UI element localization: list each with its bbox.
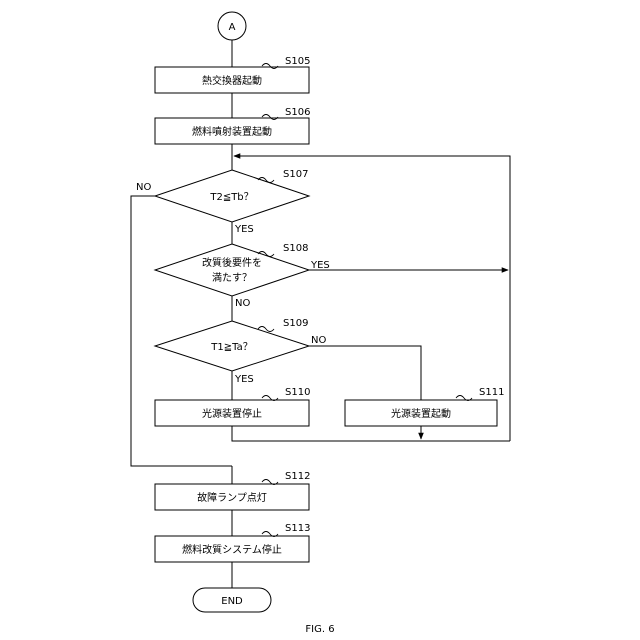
s107-yes-label: YES <box>234 224 254 235</box>
step-s111-label: 光源装置起動 <box>391 407 451 420</box>
step-s113-label: 燃料改質システム停止 <box>182 543 282 556</box>
decision-s107: T2≦Tb？ S107 <box>155 169 309 222</box>
s108-no-label: NO <box>235 298 250 309</box>
step-s113-id: S113 <box>285 523 310 534</box>
figure-caption: FIG. 6 <box>305 624 334 635</box>
decision-s109: T1≧Ta？ S109 <box>155 318 309 371</box>
step-s112-id: S112 <box>285 471 310 482</box>
end-label: END <box>221 596 243 607</box>
s110-merge-line <box>232 426 510 441</box>
step-s112: 故障ランプ点灯 S112 <box>155 471 310 510</box>
decision-s107-id: S107 <box>283 169 308 180</box>
decision-s108-line1: 改質後要件を <box>202 256 262 269</box>
step-s112-label: 故障ランプ点灯 <box>197 491 267 504</box>
step-s106: 燃料噴射装置起動 S106 <box>155 107 310 144</box>
step-s105: 熱交換器起動 S105 <box>155 56 310 93</box>
step-s111: 光源装置起動 S111 <box>345 387 504 426</box>
s107-no-label: NO <box>136 182 151 193</box>
connector-a-label: A <box>229 22 236 33</box>
step-s105-label: 熱交換器起動 <box>202 74 262 87</box>
s109-no-label: NO <box>311 335 326 346</box>
step-s106-label: 燃料噴射装置起動 <box>192 125 272 138</box>
decision-s109-label: T1≧Ta？ <box>210 342 252 353</box>
step-s110-id: S110 <box>285 387 310 398</box>
connector-a: A <box>218 12 246 40</box>
decision-s108-line2: 満たす？ <box>212 272 252 284</box>
step-s110-label: 光源装置停止 <box>202 407 262 420</box>
step-s106-id: S106 <box>285 107 310 118</box>
step-s105-id: S105 <box>285 56 310 67</box>
s108-yes-label: YES <box>310 260 330 271</box>
step-s113: 燃料改質システム停止 S113 <box>155 523 310 562</box>
step-s110: 光源装置停止 S110 <box>155 387 310 426</box>
end-terminator: END <box>193 588 271 612</box>
decision-s108: 改質後要件を 満たす？ S108 <box>155 243 309 296</box>
decision-s109-id: S109 <box>283 318 308 329</box>
step-s111-id: S111 <box>479 387 504 398</box>
s109-yes-label: YES <box>234 374 254 385</box>
decision-s108-id: S108 <box>283 243 308 254</box>
s109-no-line <box>309 346 421 400</box>
decision-s107-label: T2≦Tb？ <box>209 192 253 203</box>
